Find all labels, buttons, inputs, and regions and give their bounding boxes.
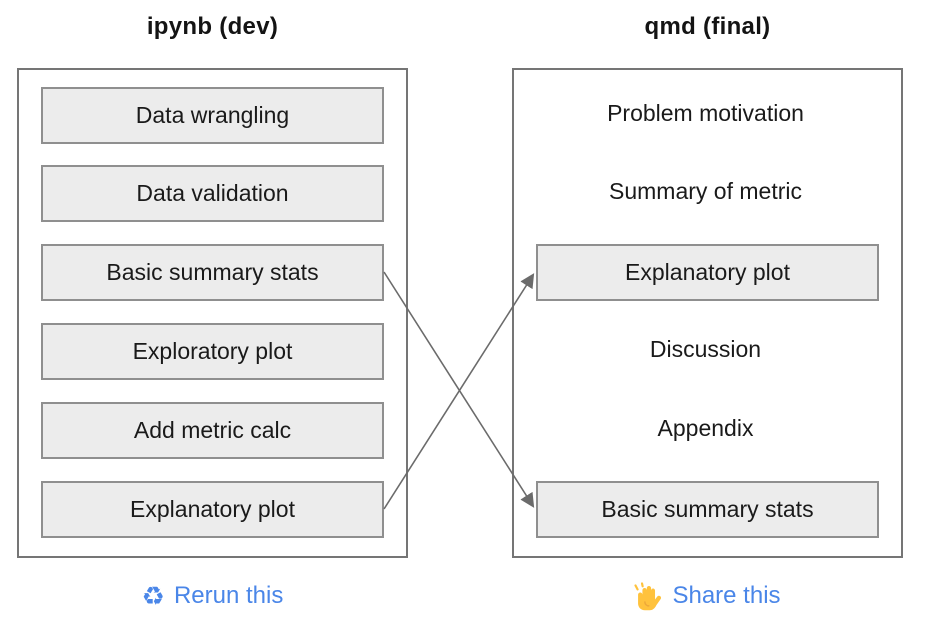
caption-rerun: ♻ Rerun this	[17, 576, 408, 616]
recycle-icon: ♻	[141, 581, 165, 611]
qmd-item-appendix: Appendix	[536, 402, 875, 455]
cell-label: Add metric calc	[133, 417, 292, 443]
section-label: Appendix	[657, 415, 754, 441]
cell-label: Data validation	[136, 180, 289, 206]
qmd-item-problem-motivation: Problem motivation	[536, 87, 875, 140]
ipynb-item-add-metric-calc: Add metric calc	[41, 402, 384, 459]
qmd-item-basic-summary-stats: Basic summary stats	[536, 481, 879, 538]
qmd-item-discussion: Discussion	[536, 323, 875, 376]
hand-icon	[634, 581, 662, 610]
column-title-ipynb: ipynb (dev)	[146, 13, 279, 40]
qmd-item-summary-of-metric: Summary of metric	[536, 165, 875, 218]
section-label: Discussion	[649, 336, 762, 362]
cell-label: Exploratory plot	[132, 338, 293, 364]
ipynb-document-box: Data wrangling Data validation Basic sum…	[17, 68, 408, 558]
caption-share-label: Share this	[672, 582, 781, 609]
cell-label: Explanatory plot	[130, 496, 295, 522]
qmd-item-explanatory-plot: Explanatory plot	[536, 244, 879, 301]
cell-label: Explanatory plot	[625, 259, 790, 285]
section-label: Problem motivation	[607, 100, 804, 126]
ipynb-item-data-validation: Data validation	[41, 165, 384, 222]
caption-rerun-label: Rerun this	[173, 582, 284, 609]
cell-label: Basic summary stats	[106, 259, 319, 285]
ipynb-item-explanatory-plot: Explanatory plot	[41, 481, 384, 538]
ipynb-item-exploratory-plot: Exploratory plot	[41, 323, 384, 380]
cell-label: Basic summary stats	[601, 496, 814, 522]
qmd-document-box: Problem motivation Summary of metric Exp…	[512, 68, 903, 558]
section-label: Summary of metric	[609, 178, 802, 204]
caption-share: Share this	[512, 576, 903, 616]
cell-label: Data wrangling	[135, 102, 290, 128]
ipynb-item-basic-summary-stats: Basic summary stats	[41, 244, 384, 301]
column-title-qmd: qmd (final)	[644, 13, 771, 40]
ipynb-item-data-wrangling: Data wrangling	[41, 87, 384, 144]
